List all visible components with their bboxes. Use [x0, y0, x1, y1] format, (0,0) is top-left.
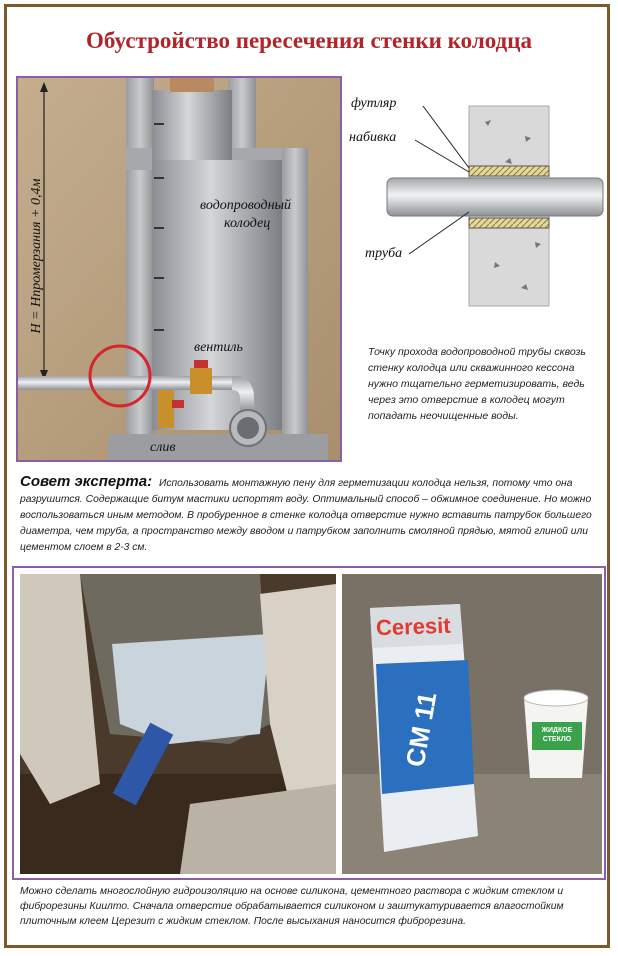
- expert-advice-heading: Совет эксперта:: [20, 473, 153, 490]
- packing-label: набивка: [349, 130, 397, 145]
- well-label-line2: колодец: [224, 216, 271, 231]
- well-label-line1: водопроводный: [200, 198, 292, 213]
- pipe-crossing-illustration: [386, 105, 604, 307]
- page-title: Обустройство пересечения стенки колодца: [86, 28, 532, 53]
- valve-label: вентиль: [194, 340, 243, 355]
- sleeve-label: футляр: [351, 96, 397, 111]
- well-diagram: H = Hпромерзания + 0,4м водопроводный ко…: [16, 76, 342, 462]
- drain-label: слив: [150, 440, 176, 455]
- bucket-label: ЖИДКОЕ СТЕКЛО: [541, 727, 573, 743]
- bottom-description: Можно сделать многослойную гидроизоляцию…: [20, 886, 564, 927]
- depth-label: H = Hпромерзания + 0,4м: [29, 178, 44, 334]
- expert-advice-text: Использовать монтажную пену для герметиз…: [20, 478, 592, 553]
- well-illustration: [18, 78, 340, 460]
- materials-photo: Ceresit CM 11 ЖИДКОЕ СТЕКЛО: [342, 574, 602, 874]
- pipe-label: труба: [365, 246, 403, 261]
- pipe-crossing-diagram: футляр набивка труба: [345, 92, 607, 324]
- expert-advice: Совет эксперта: Использовать монтажную п…: [20, 474, 606, 556]
- crossing-caption: Точку прохода водопроводной трубы сквозь…: [368, 346, 586, 422]
- sealing-photo: [20, 574, 336, 874]
- bag-brand-label: Ceresit: [375, 612, 451, 641]
- photo-panel: Ceresit CM 11 ЖИДКОЕ СТЕКЛО: [12, 566, 606, 880]
